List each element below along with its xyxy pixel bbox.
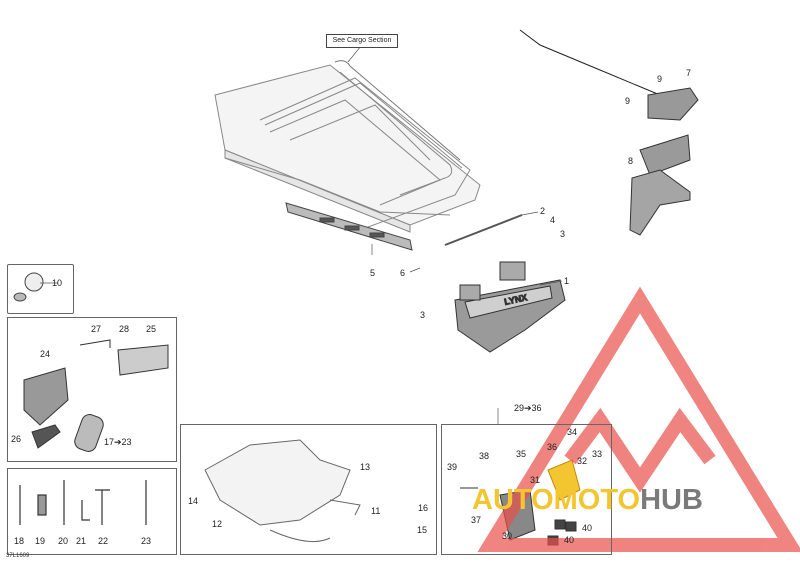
callout-15: 15 bbox=[417, 525, 428, 535]
callout-31: 31 bbox=[530, 475, 541, 485]
hardware-box bbox=[441, 424, 612, 555]
callout-3-left: 3 bbox=[420, 310, 426, 320]
callout-32: 32 bbox=[577, 456, 588, 466]
callout-10: 10 bbox=[52, 278, 63, 288]
callout-17-23: 17➔23 bbox=[104, 437, 132, 447]
watermark-text: AUTOMOTOHUB bbox=[472, 484, 703, 516]
callout-25: 25 bbox=[146, 324, 157, 334]
part-1-tail-guard: LYNX bbox=[454, 261, 566, 353]
callout-3-right: 3 bbox=[560, 229, 566, 239]
callout-27: 27 bbox=[91, 324, 102, 334]
callout-22: 22 bbox=[98, 536, 109, 546]
part-2-bracket bbox=[444, 214, 523, 246]
callout-37: 37 bbox=[471, 515, 482, 525]
callout-34: 34 bbox=[567, 427, 578, 437]
callout-28: 28 bbox=[119, 324, 130, 334]
tool-row bbox=[19, 480, 147, 525]
diagram-reference: 37L1609 bbox=[6, 553, 30, 559]
tools-box bbox=[7, 468, 177, 555]
callout-40-upper: 40 bbox=[582, 523, 593, 533]
callout-39: 39 bbox=[447, 462, 458, 472]
snowmobile-outline bbox=[204, 439, 361, 543]
callout-2: 2 bbox=[540, 206, 546, 216]
callout-12: 12 bbox=[212, 519, 223, 529]
callout-30: 30 bbox=[502, 531, 513, 541]
callout-16: 16 bbox=[418, 503, 429, 513]
callout-6: 6 bbox=[400, 268, 406, 278]
watermark-logo-mark bbox=[477, 286, 800, 552]
callout-23: 23 bbox=[141, 536, 152, 546]
callout-24: 24 bbox=[40, 349, 51, 359]
callout-20: 20 bbox=[58, 536, 69, 546]
callout-11: 11 bbox=[371, 506, 381, 516]
callout-4: 4 bbox=[550, 215, 556, 225]
toolkit-box bbox=[7, 317, 177, 462]
callout-9-top: 9 bbox=[657, 74, 663, 84]
callout-26: 26 bbox=[11, 434, 22, 444]
callout-18: 18 bbox=[14, 536, 25, 546]
callout-14: 14 bbox=[188, 496, 199, 506]
tail-light-assembly bbox=[519, 29, 699, 236]
callout-29-36: 29➔36 bbox=[514, 403, 542, 413]
callout-8: 8 bbox=[628, 156, 634, 166]
callout-40-lower: 40 bbox=[564, 535, 575, 545]
callout-19: 19 bbox=[35, 536, 46, 546]
mirror-box bbox=[7, 264, 74, 314]
callout-38: 38 bbox=[479, 451, 490, 461]
part-5-strip bbox=[285, 202, 413, 251]
callout-9-left: 9 bbox=[625, 96, 631, 106]
callout-1: 1 bbox=[564, 276, 570, 286]
toolkit-items bbox=[23, 339, 169, 452]
callout-35: 35 bbox=[516, 449, 527, 459]
see-cargo-section-note: See Cargo Section bbox=[326, 34, 398, 48]
leader-lines bbox=[40, 45, 563, 425]
callout-21: 21 bbox=[76, 536, 87, 546]
callout-13: 13 bbox=[360, 462, 371, 472]
part-10-mirror bbox=[13, 272, 44, 302]
callout-7: 7 bbox=[686, 68, 692, 78]
cargo-rack-drawing bbox=[214, 60, 481, 233]
callout-33: 33 bbox=[592, 449, 603, 459]
callout-36: 36 bbox=[547, 442, 558, 452]
callout-5: 5 bbox=[370, 268, 376, 278]
vehicle-view-box bbox=[180, 424, 437, 555]
